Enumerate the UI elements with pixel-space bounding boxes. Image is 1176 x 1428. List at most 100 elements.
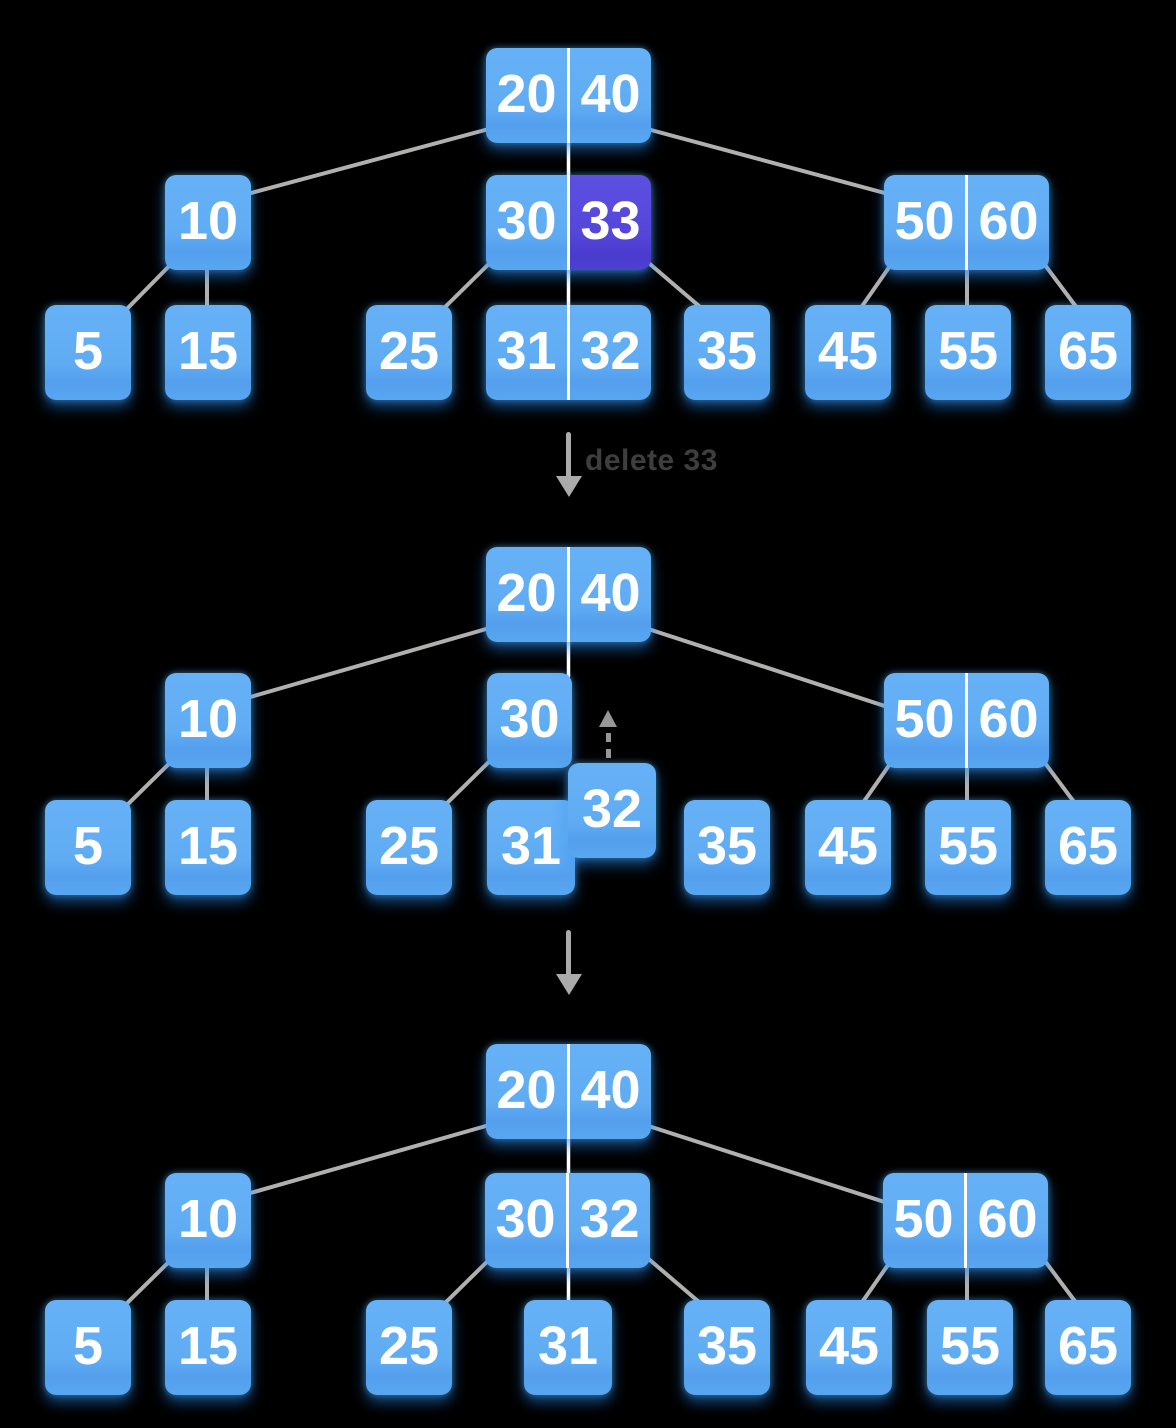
node-key-31: 31 [487,800,575,895]
node-key-30: 30 [486,175,567,270]
node-key-55: 55 [925,305,1011,400]
dashed-arrow-head [599,710,617,727]
node-key-divider [567,305,570,400]
tree-edge [634,623,899,712]
node-key-divider [567,547,570,642]
node-key-25: 25 [366,305,452,400]
node-stage-1-55: 55 [925,305,1011,400]
node-stage-1-5: 5 [45,305,131,400]
node-key-10: 10 [165,673,251,768]
node-key-25: 25 [366,1300,452,1395]
node-key-32: 32 [570,305,651,400]
delete-step-label: delete 33 [585,444,718,477]
node-key-40: 40 [570,1044,651,1139]
node-key-divider [567,175,570,270]
node-key-15: 15 [165,305,251,400]
node-key-45: 45 [806,1300,892,1395]
node-key-35: 35 [684,1300,770,1395]
node-stage-1-35: 35 [684,305,770,400]
node-key-divider [566,1173,569,1268]
node-stage-2-55: 55 [925,800,1011,895]
node-key-5: 5 [45,305,131,400]
node-key-divider [965,175,968,270]
node-key-31: 31 [486,305,567,400]
node-key-60: 60 [967,1173,1048,1268]
node-key-30: 30 [485,1173,566,1268]
node-stage-2-15: 15 [165,800,251,895]
node-stage-2-32: 32 [568,763,656,858]
node-stage-3-55: 55 [927,1300,1013,1395]
node-stage-3-45: 45 [806,1300,892,1395]
node-key-40: 40 [570,547,651,642]
step-down-arrow-2 [566,930,571,976]
node-key-50: 50 [883,1173,964,1268]
node-key-10: 10 [165,175,251,270]
node-key-60: 60 [968,175,1049,270]
node-key-32: 32 [569,1173,650,1268]
node-stage-2-25: 25 [366,800,452,895]
node-key-divider [964,1173,967,1268]
node-key-65: 65 [1045,1300,1131,1395]
node-key-32: 32 [568,763,656,858]
node-key-45: 45 [805,800,891,895]
node-stage-3-25: 25 [366,1300,452,1395]
node-stage-2-31: 31 [487,800,575,895]
tree-edge [634,124,898,198]
node-stage-2-30: 30 [487,673,572,768]
node-stage-3-31: 31 [524,1300,612,1395]
node-key-5: 5 [45,1300,131,1395]
promote-32-dashed-arrow-icon [599,710,617,761]
tree-edge [238,124,502,198]
dashed-arrow-stem [605,733,611,761]
node-key-20: 20 [486,547,567,642]
node-stage-3-65: 65 [1045,1300,1131,1395]
node-stage-2-10: 10 [165,673,251,768]
node-stage-2-65: 65 [1045,800,1131,895]
node-stage-3-15: 15 [165,1300,251,1395]
node-key-65: 65 [1045,800,1131,895]
node-key-20: 20 [486,1044,567,1139]
node-stage-1-65: 65 [1045,305,1131,400]
node-key-10: 10 [165,1173,251,1268]
node-key-15: 15 [165,800,251,895]
node-stage-3-10: 10 [165,1173,251,1268]
node-key-5: 5 [45,800,131,895]
node-key-40: 40 [570,48,651,143]
node-stage-3-35: 35 [684,1300,770,1395]
tree-edge [238,623,502,702]
node-key-45: 45 [805,305,891,400]
node-key-65: 65 [1045,305,1131,400]
node-key-35: 35 [684,305,770,400]
tree-edge [238,1120,502,1198]
node-key-divider [567,1044,570,1139]
node-key-25: 25 [366,800,452,895]
node-key-divider [567,48,570,143]
node-stage-3-5: 5 [45,1300,131,1395]
node-stage-2-35: 35 [684,800,770,895]
node-key-20: 20 [486,48,567,143]
node-key-33-highlighted: 33 [570,175,651,270]
node-stage-1-10: 10 [165,175,251,270]
node-stage-2-5: 5 [45,800,131,895]
node-key-30: 30 [487,673,572,768]
node-key-35: 35 [684,800,770,895]
tree-edge [634,1120,899,1208]
step-down-arrow-1 [566,432,571,478]
node-key-15: 15 [165,1300,251,1395]
node-key-divider [965,673,968,768]
node-key-55: 55 [927,1300,1013,1395]
node-stage-2-45: 45 [805,800,891,895]
node-stage-1-25: 25 [366,305,452,400]
node-stage-1-15: 15 [165,305,251,400]
node-key-31: 31 [524,1300,612,1395]
node-key-50: 50 [884,673,965,768]
node-key-60: 60 [968,673,1049,768]
